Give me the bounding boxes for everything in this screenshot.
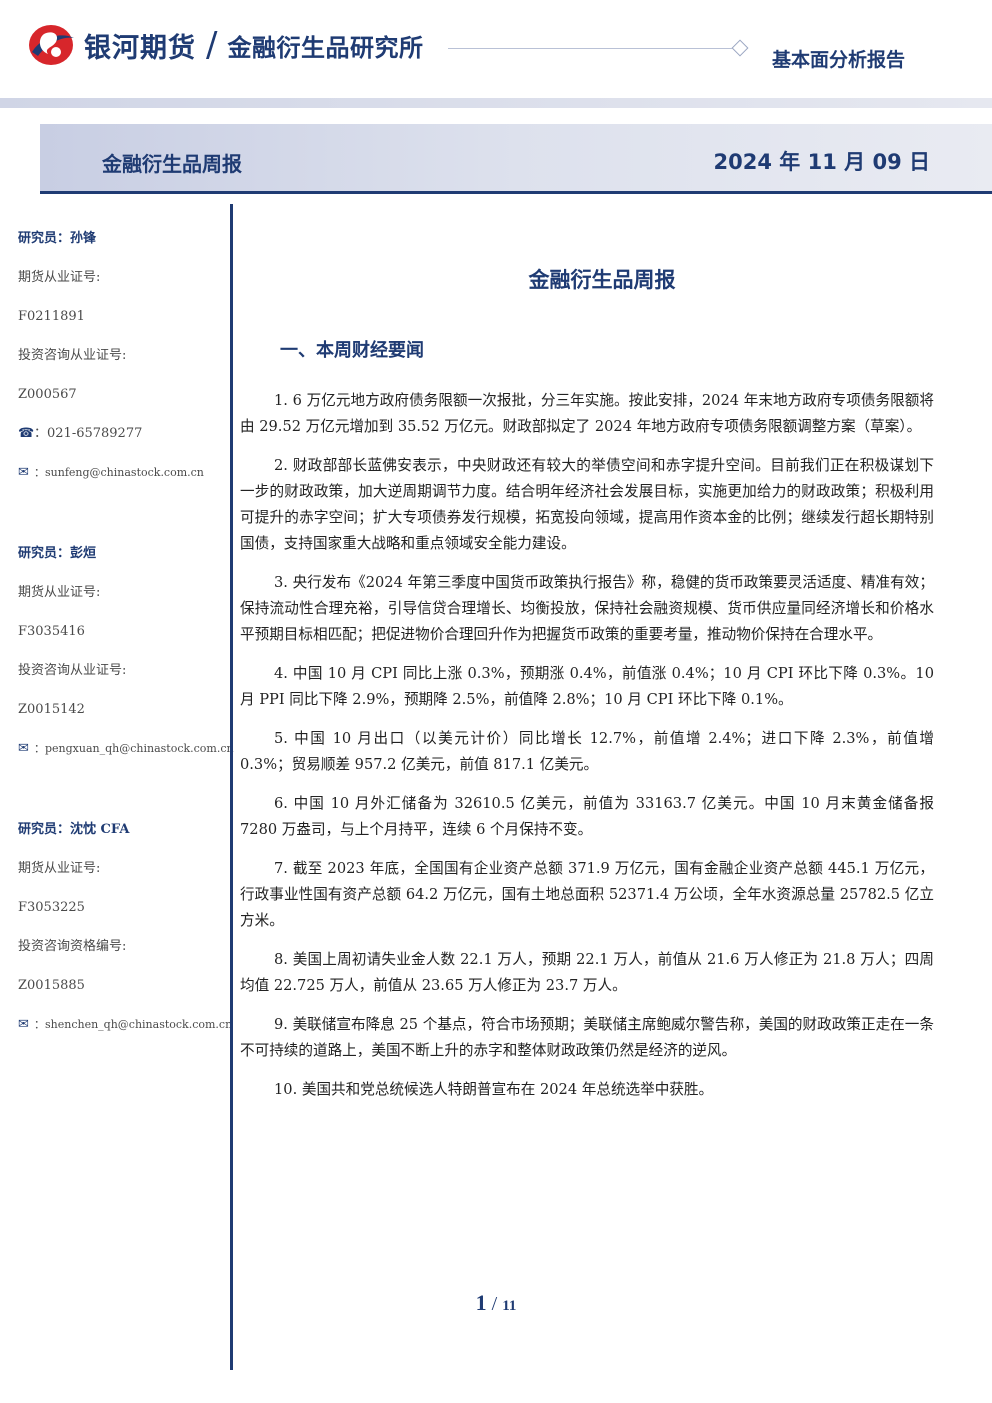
researcher-name: 研究员：彭烜 [18,546,97,561]
document-title: 金融衍生品周报 [528,268,676,292]
researcher-card: 研究员：孙锋 期货从业证号: F0211891 投资咨询从业证号: Z00056… [18,226,228,499]
institute-name: 金融衍生品研究所 [227,33,424,62]
total-pages: 11 [502,1298,517,1314]
diamond-icon [731,39,749,57]
current-page: 1 [475,1290,487,1315]
researcher-name: 研究员：孙锋 [18,231,97,246]
cert-value: F3053225 [18,900,85,915]
consult-label: 投资咨询从业证号: [18,663,127,678]
news-item: 2. 财政部部长蓝佛安表示，中央财政还有较大的举债空间和赤字提升空间。目前我们正… [240,457,934,552]
researcher-name: 研究员：沈忱 CFA [18,822,130,837]
phone-number: ：021-65789277 [34,426,143,441]
email-address[interactable]: ：pengxuan_qh@chinastock.com.cn [34,742,234,755]
cert-label: 期货从业证号: [18,861,101,876]
sidebar-divider [230,204,233,1370]
page-number: 1 / 11 [0,1290,992,1316]
page-separator: / [491,1293,498,1315]
email-row: ✉ ：pengxuan_qh@chinastock.com.cn [18,736,234,775]
report-series-title: 金融衍生品周报 [102,152,242,176]
email-icon: ✉ [18,465,29,480]
phone-icon: ☎ [18,426,35,441]
consult-label: 投资咨询从业证号: [18,348,127,363]
consult-value: Z0015885 [18,978,85,993]
header-band [0,98,992,108]
brand-name: 银河期货 [84,32,196,64]
galaxy-logo-icon [29,25,74,65]
header-decor-line [448,48,732,49]
news-list: 1. 6 万亿元地方政府债务限额一次报批，分三年实施。按此安排，2024 年末地… [240,388,934,1103]
report-type: 基本面分析报告 [772,49,906,71]
news-item: 3. 央行发布《2024 年第三季度中国货币政策执行报告》称，稳健的货币政策要灵… [240,574,934,643]
news-item: 7. 截至 2023 年底，全国国有企业资产总额 371.9 万亿元，国有金融企… [240,860,934,929]
main-content: 金融衍生品周报 一、本周财经要闻 1. 6 万亿元地方政府债务限额一次报批，分三… [240,264,934,1116]
email-icon: ✉ [18,1017,29,1032]
researcher-card: 研究员：彭烜 期货从业证号: F3035416 投资咨询从业证号: Z00151… [18,541,234,775]
title-bar: 金融衍生品周报 2024 年 11 月 09 日 [40,124,992,194]
email-row: ✉ ：shenchen_qh@chinastock.com.cn [18,1012,232,1051]
news-item: 9. 美联储宣布降息 25 个基点，符合市场预期；美联储主席鲍威尔警告称，美国的… [240,1016,934,1059]
email-icon: ✉ [18,741,29,756]
news-item: 6. 中国 10 月外汇储备为 32610.5 亿美元，前值为 33163.7 … [240,795,934,838]
header-slash: / [206,25,218,65]
researcher-sidebar: 研究员：孙锋 期货从业证号: F0211891 投资咨询从业证号: Z00056… [18,226,234,1093]
news-item: 8. 美国上周初请失业金人数 22.1 万人，预期 22.1 万人，前值从 21… [240,951,934,994]
section-heading: 一、本周财经要闻 [280,340,424,361]
cert-value: F3035416 [18,624,85,639]
phone-row: ☎：021-65789277 [18,421,228,460]
news-item: 1. 6 万亿元地方政府债务限额一次报批，分三年实施。按此安排，2024 年末地… [240,392,934,435]
email-address[interactable]: ：shenchen_qh@chinastock.com.cn [34,1018,233,1031]
cert-label: 期货从业证号: [18,585,101,600]
news-item: 5. 中国 10 月出口（以美元计价）同比增长 12.7%，前值增 2.4%；进… [240,730,934,773]
news-item: 10. 美国共和党总统候选人特朗普宣布在 2024 年总统选举中获胜。 [274,1081,714,1098]
researcher-card: 研究员：沈忱 CFA 期货从业证号: F3053225 投资咨询资格编号: Z0… [18,817,232,1051]
cert-label: 期货从业证号: [18,270,101,285]
consult-label: 投资咨询资格编号: [18,939,127,954]
email-row: ✉ ：sunfeng@chinastock.com.cn [18,460,228,499]
consult-value: Z000567 [18,387,77,402]
cert-value: F0211891 [18,309,85,324]
consult-value: Z0015142 [18,702,85,717]
news-item: 4. 中国 10 月 CPI 同比上涨 0.3%，预期涨 0.4%，前值涨 0.… [240,665,934,708]
header-logo: 银河期货 / 金融衍生品研究所 [26,22,423,68]
email-address[interactable]: ：sunfeng@chinastock.com.cn [34,466,204,479]
report-date: 2024 年 11 月 09 日 [713,150,930,174]
